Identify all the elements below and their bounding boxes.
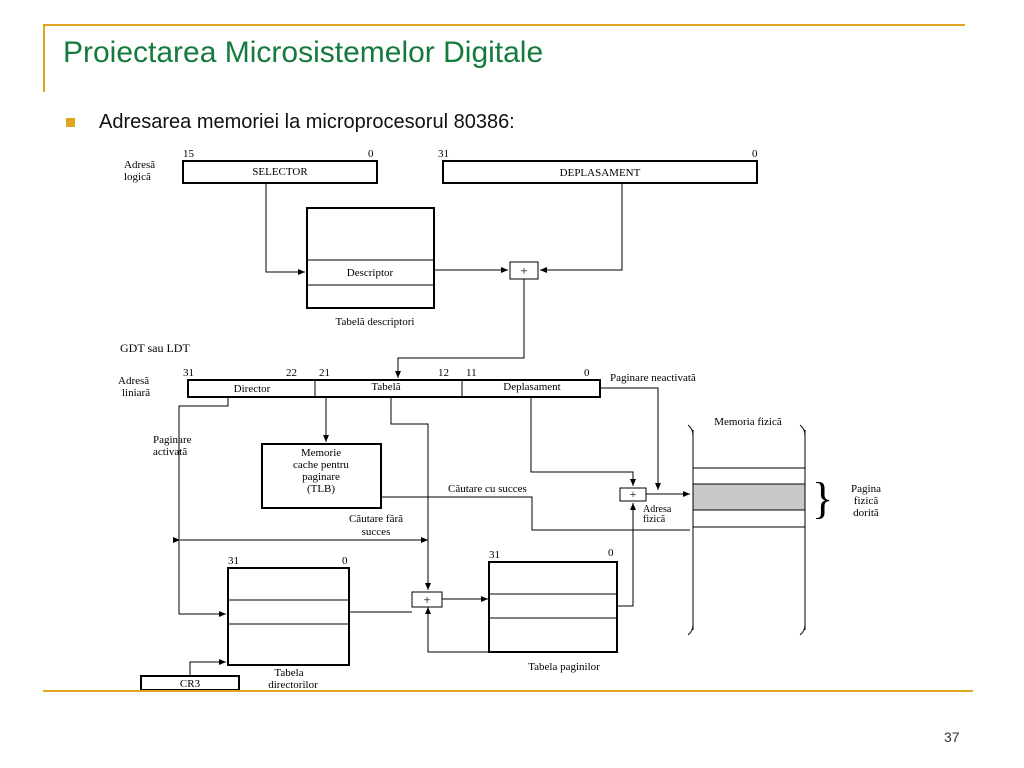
linear-bit-11: 11: [466, 367, 477, 379]
selector-bit-low: 0: [368, 148, 374, 160]
miss-label-2: succes: [362, 526, 391, 538]
tlb-line-4: (TLB): [307, 483, 335, 495]
hit-label: Cãutare cu succes: [448, 483, 527, 495]
dir-bit-high: 31: [228, 555, 239, 567]
offset-bit-high: 31: [438, 148, 449, 160]
physical-address-1: Adresa: [643, 504, 672, 515]
linear-label-2: liniarã: [122, 387, 150, 399]
tlb-hit-line: [381, 496, 690, 531]
adder-plus-2: +: [423, 592, 430, 607]
tlb-line-2: cache pentru: [293, 459, 349, 471]
slide-title: Proiectarea Microsistemelor Digitale: [63, 36, 544, 69]
dir-caption-2: directorilor: [268, 679, 318, 691]
offset-field-to-adder-arrow: [530, 397, 636, 486]
dir-bit-low: 0: [342, 555, 348, 567]
physical-address-2: fizicã: [643, 514, 666, 525]
selector-bit-high: 15: [183, 148, 195, 160]
linear-bit-0: 0: [584, 367, 590, 379]
offset-bit-low: 0: [752, 148, 758, 160]
offset-box: [442, 160, 758, 184]
linear-bit-31: 31: [183, 367, 194, 379]
table-field-to-adder-arrow: [390, 397, 431, 590]
linear-field-offset: Deplasament: [503, 381, 560, 393]
paging-enabled-2: activatã: [153, 446, 187, 458]
cr3-label: CR3: [180, 678, 201, 690]
desired-page-2: fizicã: [854, 495, 879, 507]
memory-bottom-right-break: [799, 624, 806, 636]
miss-label-1: Cãutare fãrã: [349, 513, 403, 525]
paging-enabled-1: Paginare: [153, 434, 192, 446]
page-table-feedback-line: [425, 607, 488, 653]
page-table-to-physical-adder-arrow: [617, 503, 636, 607]
title-frame-horizontal: [43, 24, 965, 26]
cr3-to-dir-table-arrow: [189, 659, 226, 676]
memory-top-right-break: [799, 424, 806, 436]
page-table-bit-low: 0: [608, 547, 614, 559]
selector-label: SELECTOR: [252, 166, 308, 178]
tlb-box: [261, 443, 382, 509]
linear-bit-21: 21: [319, 367, 330, 379]
bullet-marker: [66, 118, 75, 127]
desired-page-1: Pagina: [851, 483, 881, 495]
linear-field-table: Tabelã: [371, 381, 400, 393]
linear-bit-22: 22: [286, 367, 297, 379]
gdt-ldt-label: GDT sau LDT: [120, 341, 190, 355]
tlb-line-3: paginare: [302, 471, 340, 483]
memory-top-left-break: [687, 424, 694, 436]
title-frame-vertical: [43, 24, 45, 92]
logical-label-2: logicã: [124, 171, 151, 183]
tlb-line-1: Memorie: [301, 447, 341, 459]
descriptor-table-box: [306, 207, 435, 309]
desired-page-3: doritã: [853, 507, 879, 519]
linear-label-1: Adresã: [118, 375, 149, 387]
page-table-bit-high: 31: [489, 549, 500, 561]
page-brace: }: [812, 474, 833, 523]
adder-plus-3: +: [630, 487, 637, 501]
desired-page-block: [692, 483, 806, 511]
bullet-text: Adresarea memoriei la microprocesorul 80…: [99, 111, 515, 133]
paging-disabled-arrow: [600, 387, 661, 490]
adder-plus-1: +: [520, 263, 527, 278]
page-table-box: [488, 561, 618, 653]
selector-box: [182, 160, 378, 184]
descriptor-table-caption: Tabelã descriptori: [336, 316, 415, 328]
descriptor-row-label: Descriptor: [347, 267, 394, 279]
selector-to-descriptor-arrow: [265, 183, 305, 275]
offset-to-adder-arrow: [540, 183, 623, 273]
directory-table-box: [227, 567, 350, 666]
dir-caption-1: Tabela: [274, 667, 303, 679]
linear-field-director: Director: [234, 383, 271, 395]
linear-bit-12: 12: [438, 367, 449, 379]
adder-to-linear-arrow: [395, 279, 525, 378]
footer-divider: [43, 690, 973, 692]
physical-memory-label: Memoria fizicã: [714, 416, 782, 428]
page-number: 37: [944, 729, 960, 745]
logical-label-1: Adresã: [124, 159, 155, 171]
director-to-dir-table-arrow: [178, 397, 229, 617]
page-table-caption: Tabela paginilor: [528, 661, 600, 673]
paging-disabled-label: Paginare neactivatã: [610, 372, 696, 384]
memory-bottom-left-break: [687, 624, 694, 636]
offset-label: DEPLASAMENT: [560, 167, 641, 179]
